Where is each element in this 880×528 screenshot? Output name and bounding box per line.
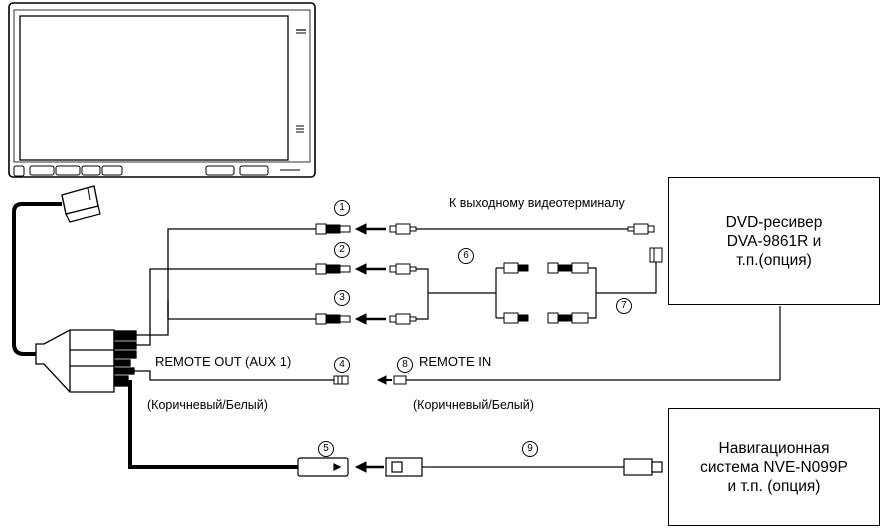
navigation-cable [122,380,298,469]
marker-7: 7 [616,298,632,314]
rca-connectors-harness [315,223,351,385]
dvd-box-line-2: DVA-9861R и [726,232,822,250]
head-unit-monitor [8,2,316,178]
harness-wires [134,228,334,381]
cable-harness [35,329,137,393]
brown-white-label-left: (Коричневый/Белый) [147,398,268,412]
marker-6: 6 [458,248,474,264]
audio-video-cables [406,228,781,381]
dvd-box-line-1: DVD-ресивер [725,213,823,231]
main-cable [12,202,62,356]
nav-box-line-1: Навигационная [718,439,830,457]
connection-arrows [354,223,392,473]
dvd-box-line-3: т.п.(опция) [736,251,812,269]
nav-box-line-3: и т.п. (опция) [727,477,821,495]
y-adapter [503,247,663,324]
marker-4: 4 [334,357,350,373]
marker-9: 9 [522,441,538,457]
marker-2: 2 [334,242,350,258]
remote-in-label: REMOTE IN [419,354,492,369]
marker-5: 5 [318,441,334,457]
remote-out-label: REMOTE OUT (AUX 1) [155,354,292,369]
navigation-connectors [297,457,663,477]
rca-plugs [389,223,655,385]
navigation-system-box: Навигационная система NVE-N099P и т.п. (… [668,408,880,526]
brown-white-label-right: (Коричневый/Белый) [413,398,534,412]
marker-8: 8 [397,357,413,373]
video-out-label: К выходному видеотерминалу [449,196,625,210]
marker-3: 3 [334,290,350,306]
marker-1: 1 [334,200,350,216]
head-unit-plug [61,185,101,223]
nav-box-line-2: система NVE-N099P [700,458,848,476]
dvd-receiver-box: DVD-ресивер DVA-9861R и т.п.(опция) [668,177,880,305]
